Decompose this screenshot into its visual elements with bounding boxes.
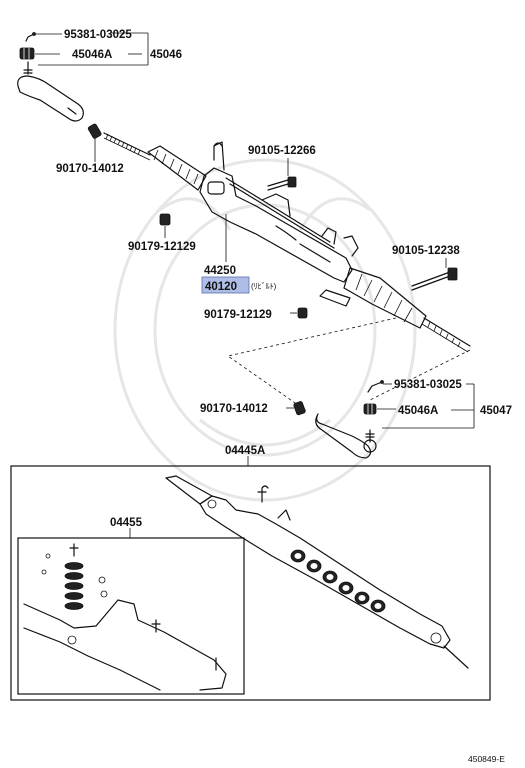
- label-90170-14012-left[interactable]: 90170-14012: [56, 163, 124, 175]
- diagram-ref-code: 450849-E: [468, 754, 505, 764]
- label-90170-14012-right[interactable]: 90170-14012: [200, 403, 268, 415]
- seal-kit-detail[interactable]: [23, 543, 227, 691]
- label-90179-12129-right[interactable]: 90179-12129: [204, 309, 272, 321]
- clip-right[interactable]: [367, 380, 384, 393]
- tie-rod-end-left[interactable]: [17, 61, 84, 122]
- bolt-upper[interactable]: [267, 176, 297, 191]
- dashed-reference-line-right: [369, 349, 471, 401]
- label-04455[interactable]: 04455: [110, 517, 143, 529]
- highlight-40120: [201, 276, 250, 294]
- label-95381-03025-top[interactable]: 95381-03025: [64, 29, 132, 41]
- kit-04455-frame: [17, 537, 245, 695]
- gear-housing-kit-outline[interactable]: [165, 475, 469, 669]
- bolt-right[interactable]: [411, 267, 458, 291]
- lock-nut-right[interactable]: [293, 401, 306, 416]
- label-90105-12238[interactable]: 90105-12238: [392, 245, 460, 257]
- steering-gear-assembly[interactable]: [147, 141, 427, 329]
- label-40120[interactable]: 40120: [205, 281, 237, 293]
- clip-top-left[interactable]: [25, 32, 36, 42]
- o-rings-kit[interactable]: [290, 549, 386, 613]
- lock-nut-left[interactable]: [87, 123, 102, 139]
- castle-nut-top-left[interactable]: [19, 47, 35, 60]
- label-rebuilt-note: (ﾘﾋﾞﾙﾄ): [251, 282, 277, 291]
- label-45046a-right[interactable]: 45046A: [398, 405, 438, 417]
- label-90105-12266[interactable]: 90105-12266: [248, 145, 316, 157]
- label-90179-12129-left[interactable]: 90179-12129: [128, 241, 196, 253]
- inner-rod-right[interactable]: [421, 317, 471, 353]
- label-95381-03025-right[interactable]: 95381-03025: [394, 379, 462, 391]
- label-45047[interactable]: 45047: [480, 405, 512, 417]
- nut-mount-left[interactable]: [159, 213, 171, 226]
- label-44250[interactable]: 44250: [204, 265, 236, 277]
- label-04445a[interactable]: 04445A: [225, 445, 265, 457]
- kit-04445a-frame: [10, 465, 491, 701]
- label-45046a-top[interactable]: 45046A: [72, 49, 112, 61]
- castle-nut-right[interactable]: [363, 403, 377, 415]
- inner-rod-left[interactable]: [103, 132, 151, 161]
- nut-mount-right[interactable]: [297, 307, 308, 319]
- label-45046[interactable]: 45046: [150, 49, 182, 61]
- tie-rod-end-right[interactable]: [315, 413, 377, 459]
